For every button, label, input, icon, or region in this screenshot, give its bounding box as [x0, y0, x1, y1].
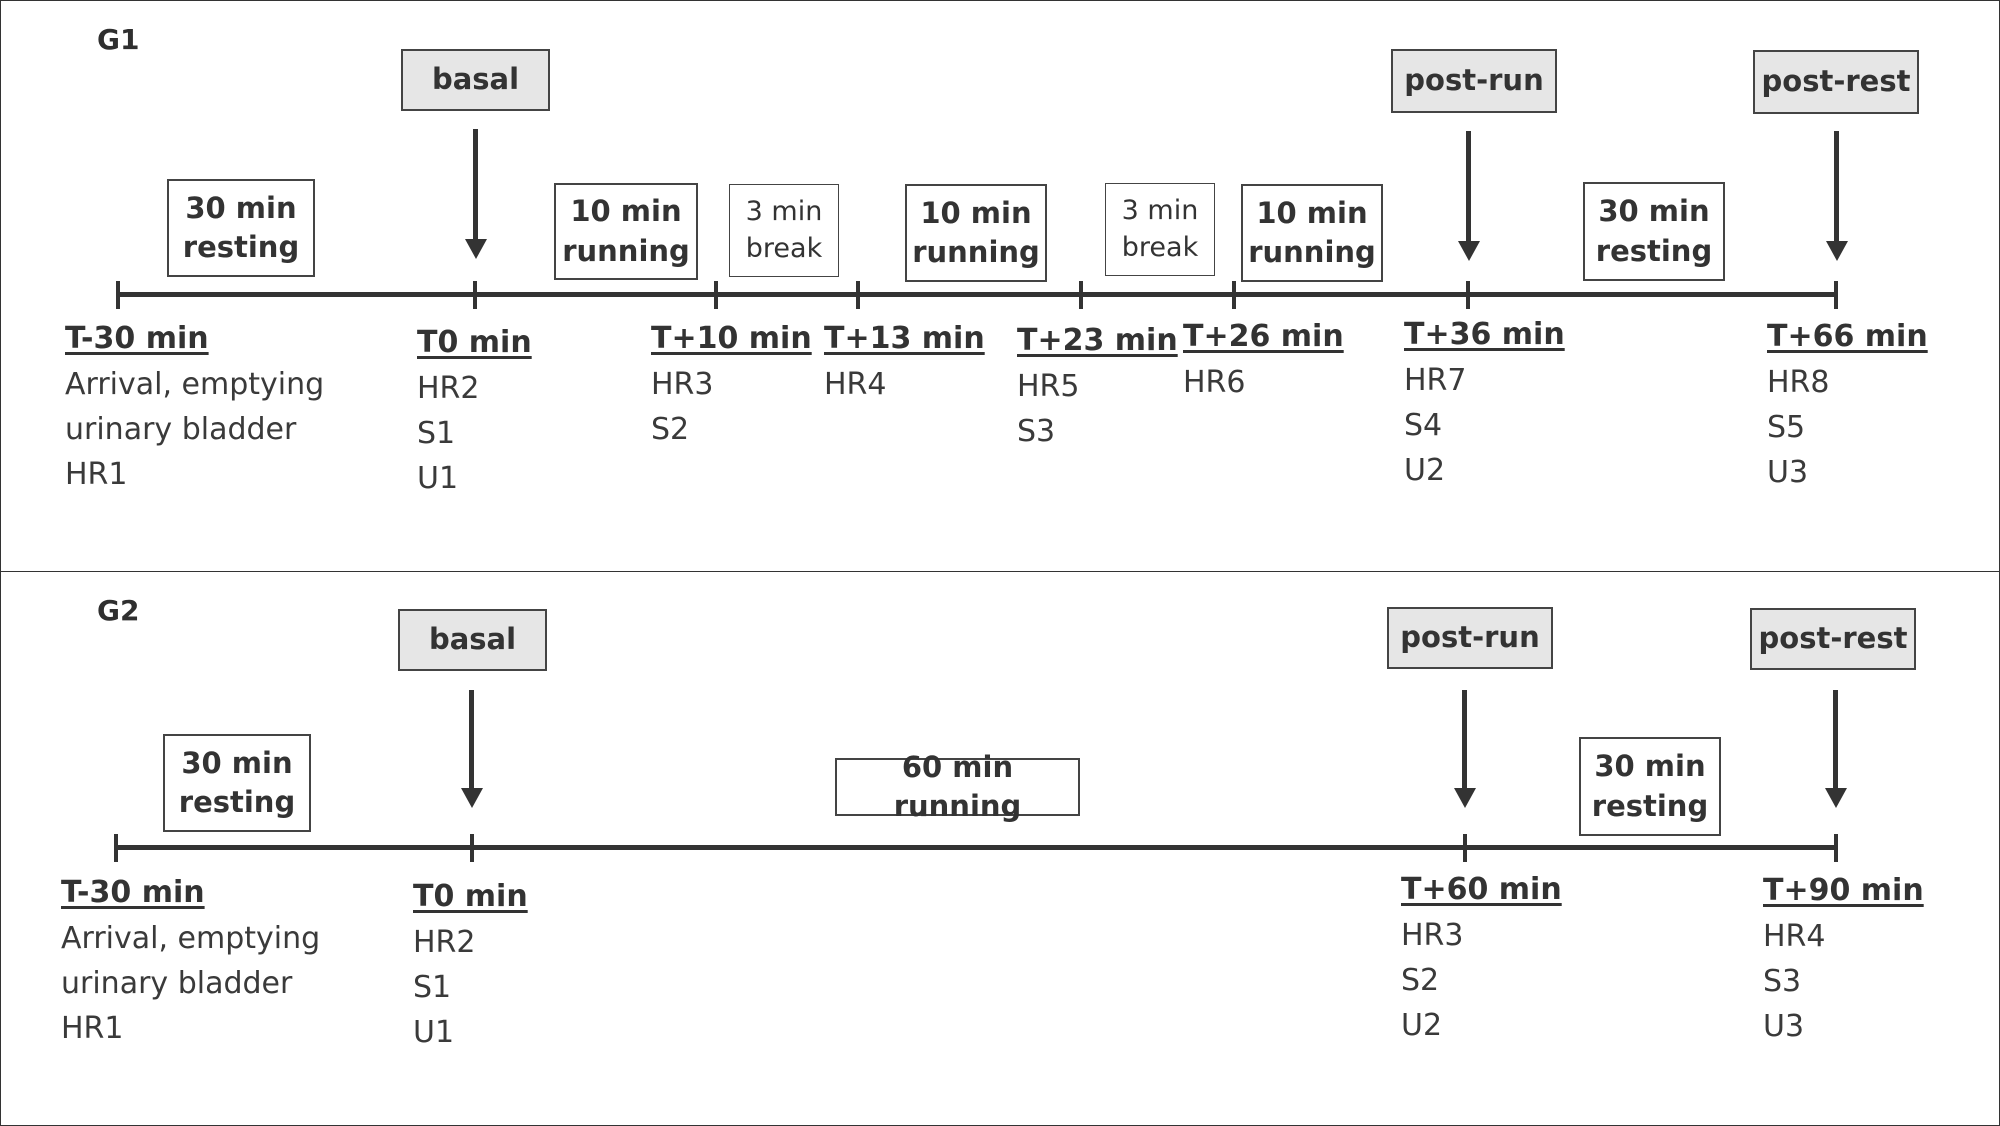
timepoint-line: HR2 — [417, 371, 480, 406]
timepoint: T+26 min HR6 — [1183, 319, 1344, 405]
timepoint-line: HR3 — [1401, 918, 1464, 953]
tick — [1463, 834, 1467, 862]
timepoint-label: T+13 min — [824, 321, 985, 356]
phase-post-run: post-run — [1387, 607, 1553, 669]
timeline-axis — [114, 845, 1836, 850]
timepoint-label: T+90 min — [1763, 873, 1924, 908]
timepoint-line: urinary bladder — [65, 412, 297, 447]
timepoint: T+36 min HR7 S4 U2 — [1404, 317, 1565, 493]
timepoint-line: U3 — [1767, 455, 1809, 490]
timepoint: T+13 min HR4 — [824, 321, 985, 407]
tick — [473, 281, 477, 309]
tick — [1232, 281, 1236, 309]
tick — [1079, 281, 1083, 309]
phase-basal: basal — [401, 49, 550, 111]
timepoint-label: T+23 min — [1017, 323, 1178, 358]
arrow-post-rest — [1824, 690, 1847, 808]
timepoint-line: HR4 — [1763, 919, 1826, 954]
arrow-post-rest — [1825, 131, 1848, 261]
arrow-post-run — [1453, 690, 1476, 808]
timepoint-label: T-30 min — [65, 321, 209, 356]
timepoint-line: Arrival, emptying — [61, 921, 321, 956]
timepoint-label: T-30 min — [61, 875, 205, 910]
phase-post-run: post-run — [1391, 49, 1557, 113]
arrow-basal — [460, 690, 483, 808]
timepoint: T+10 min HR3 S2 — [651, 321, 812, 452]
timepoint-line: S2 — [651, 412, 690, 447]
timepoint-line: HR2 — [413, 925, 476, 960]
timepoint-line: HR4 — [824, 367, 887, 402]
timepoint-label: T+60 min — [1401, 872, 1562, 907]
interval-running: 60 min running — [835, 750, 1080, 823]
timepoint: T+90 min HR4 S3 U3 — [1763, 873, 1924, 1049]
timepoint-line: S1 — [413, 970, 452, 1005]
timepoint: T0 min HR2 S1 U1 — [417, 325, 532, 501]
timepoint-line: urinary bladder — [61, 966, 293, 1001]
timepoint-line: HR8 — [1767, 365, 1830, 400]
tick — [116, 281, 120, 309]
timepoint-line: U1 — [417, 461, 459, 496]
tick — [856, 281, 860, 309]
phase-post-rest: post-rest — [1750, 608, 1916, 670]
timepoint-label: T+26 min — [1183, 319, 1344, 354]
timepoint-label: T+66 min — [1767, 319, 1928, 354]
arrow-basal — [464, 129, 487, 259]
tick — [114, 834, 118, 862]
timepoint-line: U2 — [1404, 453, 1446, 488]
arrow-post-run — [1457, 131, 1480, 261]
tick — [1834, 281, 1838, 309]
timepoint-line: HR5 — [1017, 369, 1080, 404]
timepoint-line: HR6 — [1183, 365, 1246, 400]
timepoint: T+23 min HR5 S3 — [1017, 323, 1178, 454]
timepoint-line: HR3 — [651, 367, 714, 402]
timepoint-line: S2 — [1401, 963, 1440, 998]
timepoint-line: S1 — [417, 416, 456, 451]
timepoint-label: T0 min — [413, 879, 528, 914]
timepoint: T0 min HR2 S1 U1 — [413, 879, 528, 1055]
timepoint-line: U1 — [413, 1015, 455, 1050]
timepoint: T-30 min Arrival, emptying urinary bladd… — [65, 321, 324, 497]
timepoint-line: S4 — [1404, 408, 1443, 443]
timepoint-line: S5 — [1767, 410, 1806, 445]
timepoint: T+66 min HR8 S5 U3 — [1767, 319, 1928, 495]
phase-post-rest: post-rest — [1753, 50, 1919, 114]
timepoint-line: HR1 — [61, 1011, 124, 1046]
timepoint-line: S3 — [1763, 964, 1802, 999]
timepoint-label: T+36 min — [1404, 317, 1565, 352]
tick — [1466, 281, 1470, 309]
timepoint-line: U2 — [1401, 1008, 1443, 1043]
panel-label-g1: G1 — [97, 23, 140, 56]
timepoint-label: T0 min — [417, 325, 532, 360]
timepoint: T-30 min Arrival, emptying urinary bladd… — [61, 875, 320, 1051]
timepoint-line: Arrival, emptying — [65, 367, 325, 402]
timepoint-line: S3 — [1017, 414, 1056, 449]
timepoint-label: T+10 min — [651, 321, 812, 356]
tick — [1834, 834, 1838, 862]
timepoint-line: HR7 — [1404, 363, 1467, 398]
tick — [714, 281, 718, 309]
panel-label-g2: G2 — [97, 594, 140, 627]
tick — [470, 834, 474, 862]
timepoint-line: U3 — [1763, 1009, 1805, 1044]
timepoint-line: HR1 — [65, 457, 128, 492]
timepoint: T+60 min HR3 S2 U2 — [1401, 872, 1562, 1048]
timeline-axis — [116, 292, 1838, 297]
phase-basal: basal — [398, 609, 547, 671]
